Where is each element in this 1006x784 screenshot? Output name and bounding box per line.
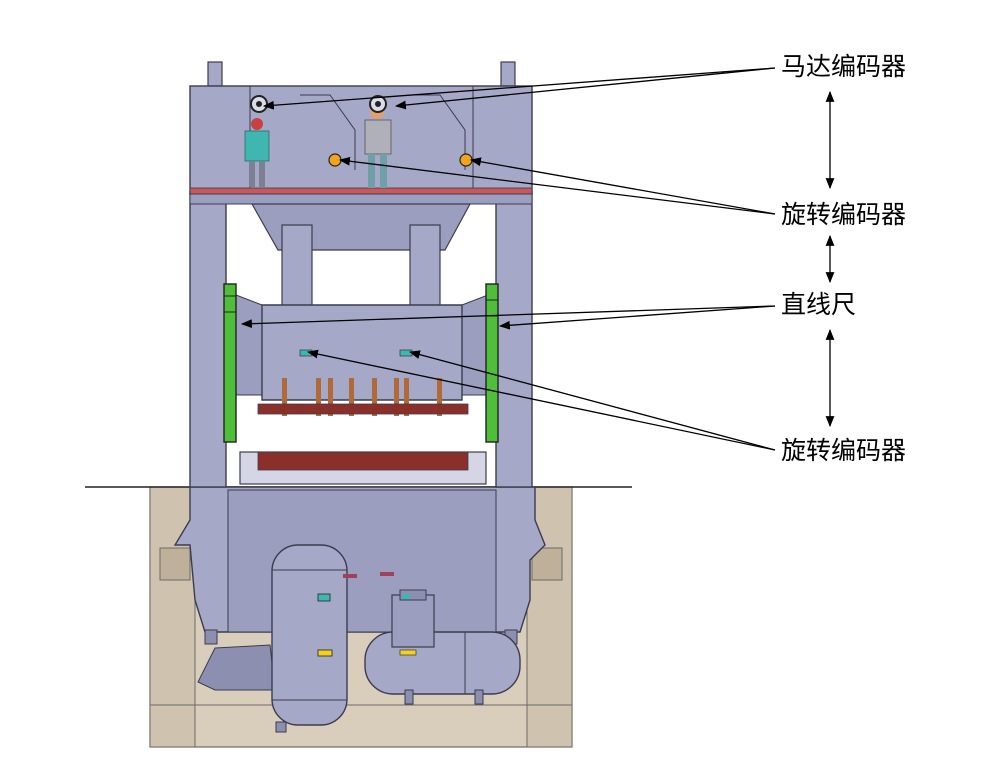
horizontal-tank: [364, 589, 521, 705]
rotary-encoder-upper-right: [459, 153, 473, 167]
arrow-rotary-upper-left: [338, 156, 776, 215]
arrow-linear-right: [498, 305, 776, 330]
right-column: [495, 191, 533, 488]
mold-rods: [257, 378, 469, 416]
label-linear-scale: 直线尺: [781, 290, 857, 319]
lower-mold: [239, 451, 487, 485]
sensor-mark: [343, 574, 357, 578]
rotary-encoder-upper-left: [328, 153, 342, 167]
motor-encoder-right: [369, 95, 387, 113]
arrow-rotary-lower-left: [306, 349, 776, 451]
sensor-mark: [380, 572, 394, 576]
arrow-linear-left: [240, 305, 776, 329]
linear-scale-left: [223, 283, 237, 443]
cylinder-assembly: [250, 203, 472, 311]
arrow-motor-encoder-left: [262, 67, 776, 110]
top-crown: [189, 61, 533, 205]
worker-left: [244, 118, 270, 187]
slide-block: [235, 294, 489, 401]
arrow-rotary-lower-right: [408, 350, 776, 451]
label-motor-encoder: 马达编码器: [781, 52, 907, 81]
left-column: [189, 191, 227, 488]
arrow-motor-encoder-right: [394, 67, 776, 110]
label-rotary-encoder-lower: 旋转编码器: [781, 436, 907, 465]
linear-scale-right: [485, 283, 499, 443]
label-rotary-encoder-upper: 旋转编码器: [781, 200, 907, 229]
arrow-rotary-upper-right: [469, 157, 776, 215]
callout-arrows: [240, 67, 835, 451]
motor-encoder-left: [250, 95, 268, 113]
vertical-tank: [271, 544, 348, 733]
lower-base: [173, 486, 546, 691]
